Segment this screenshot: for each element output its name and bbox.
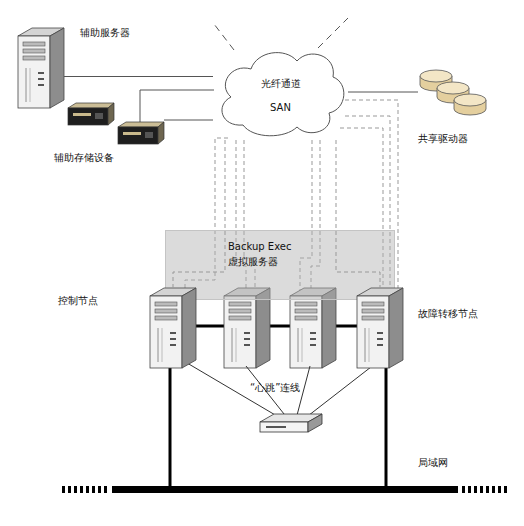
- diagram-label: 局域网: [418, 456, 448, 469]
- server-tower: 故障转移节点: [357, 288, 403, 368]
- server-tower-shape: [357, 288, 403, 368]
- server-tower: 控制节点: [150, 288, 196, 368]
- storage-devices: 辅助存储设备: [66, 100, 164, 148]
- node-label: 共享驱动器: [418, 132, 498, 145]
- san-link: [173, 140, 225, 288]
- san-cloud: 光纤通道 SAN: [213, 45, 348, 140]
- san-link: [64, 76, 213, 77]
- san-link: [164, 120, 213, 121]
- virtual-server-band: Backup Exec 虚拟服务器: [165, 230, 395, 300]
- server-tower-shape: [18, 28, 64, 108]
- diagram-label: “心跳”连线: [250, 381, 300, 394]
- san-link: [348, 92, 418, 93]
- storage-devices-shape: [66, 100, 164, 148]
- hub-switch: [260, 414, 322, 432]
- server-tower: 辅助服务器: [18, 28, 64, 108]
- server-tower: [224, 288, 270, 368]
- server-tower-shape: [150, 288, 196, 368]
- lan-bus: [112, 486, 458, 493]
- node-label: Backup Exec 虚拟服务器: [228, 239, 296, 269]
- san-link: [336, 140, 380, 288]
- lan-bus-ends: [62, 486, 508, 493]
- node-label: 故障转移节点: [418, 307, 498, 320]
- heartbeat-wires: [182, 360, 380, 419]
- shared-drives-shape: [418, 68, 488, 116]
- node-label: 光纤通道 SAN: [253, 72, 308, 120]
- lan-drops: [170, 366, 386, 488]
- node-label: 辅助存储设备: [54, 151, 144, 164]
- shared-drives: 共享驱动器: [418, 68, 488, 116]
- node-label: 控制节点: [58, 294, 128, 307]
- server-tower: [290, 288, 336, 368]
- san-cloud-shape: [213, 45, 348, 140]
- node-label: 辅助服务器: [80, 26, 160, 39]
